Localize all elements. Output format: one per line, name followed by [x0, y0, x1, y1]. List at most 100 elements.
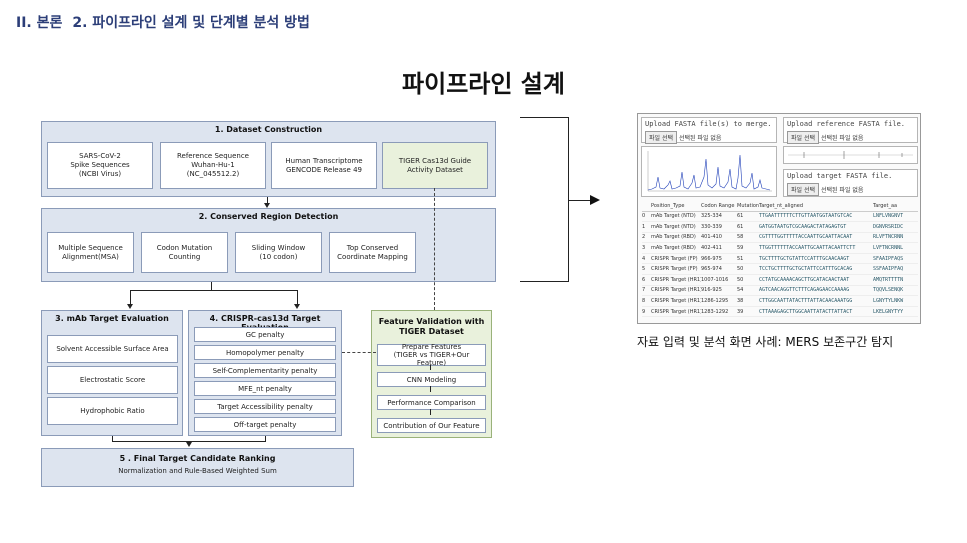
- cell-codon-range: 325-334: [701, 211, 737, 223]
- connector-line: [430, 365, 431, 370]
- conserved-region-section: 2. Conserved Region Detection Multiple S…: [41, 208, 496, 282]
- cell-target-aa: SFAAIPFAQS: [873, 253, 918, 265]
- subsection-label: 2. 파이프라인 설계 및 단계별 분석 방법: [72, 15, 310, 31]
- cell-position-type: CRISPR Target (HR1): [651, 274, 701, 286]
- cell-target-nt: CTTAAAGAGCTTGGCAATTATACTTATTACT: [759, 306, 873, 318]
- box-off-target-penalty: Off-target penalty: [194, 417, 336, 432]
- cell-position-type: mAb Target (RBD): [651, 242, 701, 254]
- cell-target-aa: DGNVRSRIDC: [873, 221, 918, 233]
- cell-position-type: mAb Target (NTD): [651, 221, 701, 233]
- dataset-construction-section: 1. Dataset Construction SARS-CoV-2 Spike…: [41, 121, 496, 197]
- box-mfe-penalty: MFE_nt penalty: [194, 381, 336, 396]
- box-hydrophobic: Hydrophobic Ratio: [47, 397, 178, 425]
- cell-index: 4: [642, 253, 651, 265]
- box-cnn-modeling: CNN Modeling: [377, 372, 486, 387]
- cell-codon-range: 965-974: [701, 263, 737, 276]
- cell-index: 8: [642, 295, 651, 307]
- cell-index: 9: [642, 306, 651, 318]
- box-accessibility-penalty: Target Accessibility penalty: [194, 399, 336, 414]
- cell-target-nt: CTTGGCAATTATACTTTATTACAACAAATGG: [759, 295, 873, 307]
- arrow-down-icon: [264, 203, 270, 208]
- mutation-plot-svg: [647, 151, 772, 192]
- cell-index: 0: [642, 211, 651, 223]
- cell-position-type: CRISPR Target (HR1): [651, 306, 701, 318]
- cell-codon-range: 402-411: [701, 242, 737, 254]
- cell-target-aa: LNFLVNGNVT: [873, 211, 918, 223]
- slide-title: 파이프라인 설계: [402, 70, 565, 98]
- cell-codon-range: 330-339: [701, 221, 737, 233]
- cell-mutation-sum: 58: [737, 232, 759, 244]
- cell-position-type: CRISPR Target (HR1): [651, 285, 701, 297]
- cell-target-aa: LGNYTYLNKW: [873, 295, 918, 307]
- upload-merge-label: Upload FASTA file(s) to merge.: [645, 120, 772, 128]
- cell-target-nt: TTGAATTTTTTCTTGTTAATGGTAATGTCAC: [759, 211, 873, 223]
- section-title: 1. Dataset Construction: [214, 125, 323, 134]
- upload-reference-button[interactable]: 파일 선택: [787, 131, 819, 144]
- cell-position-type: CRISPR Target (HR1): [651, 295, 701, 307]
- cell-mutation-sum: 38: [737, 295, 759, 307]
- cell-target-nt: AGTCAACAGGTTCTTTCAGAGAACCAAAAG: [759, 285, 873, 297]
- upload-target-button[interactable]: 파일 선택: [787, 183, 819, 196]
- col-header-mutation-sum[interactable]: Mutation Sum: [737, 201, 759, 212]
- box-feature-contribution: Contribution of Our Feature: [377, 418, 486, 433]
- cell-index: 6: [642, 274, 651, 286]
- final-ranking-subtitle: Normalization and Rule-Based Weighted Su…: [118, 467, 277, 475]
- cell-codon-range: 966-975: [701, 253, 737, 265]
- cell-target-nt: CCTATGCAAAACAGCTTGCATACAACTAAT: [759, 274, 873, 286]
- section-label: II. 본론: [16, 15, 63, 31]
- box-tiger-dataset: TIGER Cas13d Guide Activity Dataset: [382, 142, 488, 189]
- section-header: II. 본론 2. 파이프라인 설계 및 단계별 분석 방법: [16, 12, 310, 32]
- upload-target-label: Upload target FASTA file.: [787, 172, 893, 180]
- cell-target-nt: TCCTGCTTTTGCTGCTATTCCATTTGCACAG: [759, 263, 873, 276]
- connector-line: [430, 386, 431, 392]
- cell-position-type: mAb Target (NTD): [651, 211, 701, 223]
- col-header-target-aa[interactable]: Target_aa: [873, 201, 918, 212]
- col-header-codon-range[interactable]: Codon Range: [701, 201, 737, 212]
- cell-mutation-sum: 61: [737, 211, 759, 223]
- cell-target-aa: LVFTNCRNNL: [873, 242, 918, 254]
- col-header-index: [642, 201, 651, 212]
- box-spike-sequences: SARS-CoV-2 Spike Sequences (NCBI Virus): [47, 142, 153, 189]
- cell-index: 1: [642, 221, 651, 233]
- upload-merge-status: 선택된 파일 없음: [679, 135, 722, 142]
- upload-merge-button[interactable]: 파일 선택: [645, 131, 677, 144]
- box-prepare-features: Prepare Features (TIGER vs TIGER+Our Fea…: [377, 343, 486, 367]
- arrow-down-icon: [186, 442, 192, 447]
- connector-line: [112, 441, 266, 442]
- col-header-position-type[interactable]: Position_Type: [651, 201, 701, 212]
- box-gc-penalty: GC penalty: [194, 327, 336, 342]
- cell-target-nt: CGTTTTGGTTTTTACCAATTGCAATTACAAT: [759, 232, 873, 244]
- cell-mutation-sum: 50: [737, 274, 759, 286]
- cell-position-type: CRISPR Target (FP): [651, 253, 701, 265]
- cell-position-type: mAb Target (RBD): [651, 232, 701, 244]
- box-coordinate-mapping: Top Conserved Coordinate Mapping: [329, 232, 416, 273]
- connector-line: [267, 197, 268, 203]
- cell-mutation-sum: 50: [737, 263, 759, 276]
- box-performance-comparison: Performance Comparison: [377, 395, 486, 410]
- cell-codon-range: 916-925: [701, 285, 737, 297]
- results-table: Position_Type Codon Range Mutation Sum T…: [642, 201, 918, 318]
- arrow-down-icon: [127, 304, 133, 309]
- col-header-target-nt[interactable]: Target_nt_aligned: [759, 201, 873, 212]
- feature-validation-section: Feature Validation with TIGER Dataset Pr…: [371, 310, 492, 438]
- section-title: 3. mAb Target Evaluation: [55, 314, 169, 323]
- connector-line: [112, 436, 113, 442]
- box-sliding-window: Sliding Window (10 codon): [235, 232, 322, 273]
- connector-line: [265, 436, 266, 442]
- section-title: 5 . Final Target Candidate Ranking: [119, 454, 276, 463]
- upload-reference-label: Upload reference FASTA file.: [787, 120, 906, 128]
- cell-position-type: CRISPR Target (FP): [651, 263, 701, 276]
- cell-target-aa: AMQTRTTTTN: [873, 274, 918, 286]
- dashed-link-crispr: [342, 352, 376, 353]
- final-ranking-section: 5 . Final Target Candidate Ranking Norma…: [41, 448, 354, 487]
